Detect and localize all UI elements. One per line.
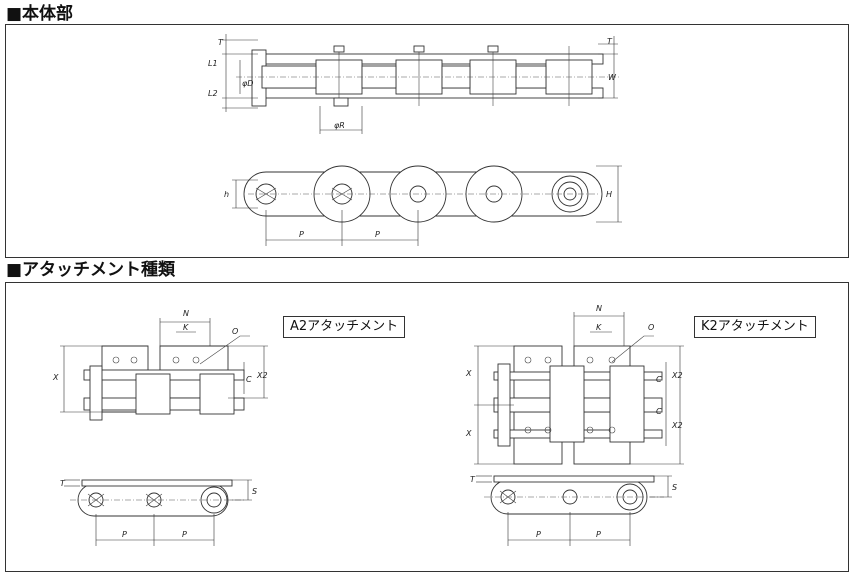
k2-dim-P-1: P: [536, 530, 541, 539]
a2-dim-X2: X2: [256, 371, 268, 380]
section-title-attachments: ■アタッチメント種類: [6, 260, 176, 280]
a2-dim-P-1: P: [122, 530, 127, 539]
dim-h: h: [224, 190, 229, 199]
k2-dim-C-bottom: C: [656, 407, 662, 416]
a2-dim-T: T: [60, 479, 66, 488]
k2-dim-N: N: [596, 304, 602, 313]
a2-top-view: X N K O C X2: [52, 309, 268, 421]
dim-phiD: φD: [242, 79, 253, 88]
a2-attachment-label: A2アタッチメント: [283, 316, 406, 338]
k2-top-view: X X N K O C C X2 X2: [465, 304, 684, 465]
k2-dim-P-2: P: [596, 530, 601, 539]
dim-H: H: [606, 190, 612, 199]
chain-side-view: h H P P: [224, 165, 622, 246]
dim-L2: L2: [208, 89, 218, 98]
k2-side-view: T S P P: [470, 475, 677, 546]
a2-dim-X: X: [52, 373, 59, 382]
a2-dim-C: C: [246, 375, 252, 384]
a2-dim-S: S: [252, 487, 257, 496]
k2-dim-S: S: [672, 483, 677, 492]
a2-side-view: T S P P: [60, 479, 257, 546]
k2-dim-C-top: C: [656, 375, 662, 384]
k2-attachment-label: K2アタッチメント: [694, 316, 816, 338]
dim-L1: L1: [208, 59, 218, 68]
a2-dim-P-2: P: [182, 530, 187, 539]
section-title-body: ■本体部: [6, 4, 74, 24]
k2-dim-K: K: [596, 323, 602, 332]
k2-dim-X-top: X: [465, 369, 472, 378]
chain-top-view: T L1 L2 φD φR T W: [208, 34, 620, 134]
a2-dim-K: K: [183, 323, 189, 332]
k2-dim-T: T: [470, 475, 476, 484]
k2-dim-X-bottom: X: [465, 429, 472, 438]
dim-phiR: φR: [334, 121, 345, 130]
k2-dim-O: O: [648, 323, 654, 332]
dim-P-2: P: [375, 230, 380, 239]
dim-T-right: T: [607, 37, 613, 46]
k2-dim-X2-top: X2: [671, 371, 683, 380]
dim-T-top: T: [218, 38, 224, 47]
k2-dim-X2-bottom: X2: [671, 421, 683, 430]
a2-dim-N: N: [183, 309, 189, 318]
dim-W: W: [608, 73, 617, 82]
dim-P-1: P: [299, 230, 304, 239]
a2-dim-O: O: [232, 327, 238, 336]
